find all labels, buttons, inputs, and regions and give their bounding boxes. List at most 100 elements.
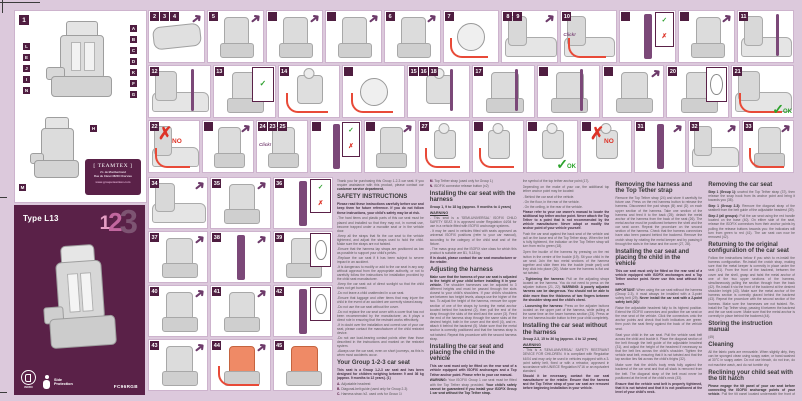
- step-number-badge: 7: [444, 12, 454, 21]
- body-paragraph: - Loosening the harness: Press on the ad…: [522, 303, 610, 321]
- vehicle-belt-graphic: [567, 37, 607, 58]
- step-illustration: [444, 11, 499, 62]
- instruction-tile: [342, 65, 406, 118]
- section-heading: Installing the car seat without the harn…: [522, 323, 607, 336]
- parts-callouts-right: H: [90, 125, 97, 132]
- section-heading: Removing the harness and the Top Tether …: [615, 182, 693, 195]
- bullet-item: -It is dangerous to modify or add to the…: [337, 264, 424, 282]
- bullet-item: -If in doubt over the installation and c…: [337, 322, 424, 335]
- step-number-badges: [204, 122, 213, 131]
- section-heading: Storing the instruction manual: [708, 321, 773, 334]
- direction-arrow-icon: ➜: [246, 11, 263, 28]
- bullet-item: -Do not leave a child unattended in a ca…: [337, 290, 405, 295]
- step-illustration: ➜: [203, 121, 253, 172]
- vehicle-belt-graphic: [749, 147, 784, 168]
- body-paragraph: Should it be necessary, contact the car …: [522, 373, 610, 391]
- instruction-tile: [536, 65, 600, 118]
- instruction-tile-34: 34➜: [148, 177, 209, 229]
- bullet-item: - It may be used in vehicles fitted with…: [429, 229, 517, 246]
- body-paragraph: Open the buckle of the harness by pressi…: [522, 250, 610, 276]
- car-seat-product-image: [36, 242, 124, 363]
- part-callout-a: A: [130, 25, 137, 32]
- instruction-tile-14: 14: [277, 65, 341, 118]
- direction-arrow-icon: ➜: [540, 11, 558, 28]
- step-illustration: ➜: [365, 121, 415, 172]
- seat-base: [50, 75, 112, 97]
- body-paragraph: Please read these instructions carefully…: [337, 202, 424, 215]
- step-number-badge: 17: [473, 67, 483, 76]
- certification-label: ISOFIX: [24, 386, 33, 389]
- step-number-badge: [621, 12, 631, 21]
- body-paragraph: This seat is a Group 1-2-3 car seat and …: [337, 367, 424, 381]
- step-illustration: ➜: [635, 121, 685, 172]
- side-protection-badge: Side Protection: [42, 375, 73, 389]
- manufacturer-address-line: Rue du Claret 38230 Charvieu: [94, 174, 132, 178]
- step-illustration: ➜: [385, 11, 440, 62]
- step-number-badge: [538, 67, 548, 76]
- vehicle-belt-graphic: [450, 37, 489, 58]
- direction-arrow-icon: ➜: [187, 11, 204, 28]
- certification-logo: ISOFIX: [21, 370, 36, 389]
- body-paragraph: Make sure that the harness of your car s…: [429, 274, 517, 341]
- step-number-badge: 34: [150, 179, 159, 188]
- step-illustration: ➜: [149, 178, 207, 228]
- warning-heading: WARNING: [522, 343, 541, 348]
- tile-row: 43➜44➜45: [148, 339, 333, 391]
- step-number-badge: 22: [150, 122, 159, 131]
- instruction-tile-38: 38➜: [210, 231, 271, 283]
- instruction-tile-21: 21✓OK: [731, 65, 794, 118]
- step-illustration: ➜: [502, 11, 557, 62]
- crop-mark: [0, 392, 7, 393]
- step-number-badge: 2: [150, 12, 159, 21]
- step-number-badge: [344, 67, 354, 76]
- direction-arrow-icon: ➜: [252, 286, 270, 303]
- step-illustration: ✓OK: [732, 66, 793, 117]
- body-paragraph: Seat your child in the car seat. Pull th…: [615, 332, 703, 362]
- body-paragraph: Please engage the tilt panel of your car…: [708, 383, 795, 395]
- seatbelt-strap-graphic: [514, 69, 518, 111]
- part-callout-n: N: [23, 87, 30, 94]
- step-number-badge: 10: [562, 12, 572, 21]
- body-paragraph: WARNING: Your ISOFIX Group 1 car seat mu…: [429, 378, 517, 395]
- step-number-badges: 14: [279, 67, 289, 76]
- click-label: Click!: [259, 142, 272, 148]
- instruction-tile: ➜: [324, 10, 382, 63]
- step-number-badge: [474, 122, 483, 131]
- step-number-badge: [204, 122, 213, 131]
- manufacturer-address-line: Z.I. de Montbertrand: [100, 171, 126, 174]
- no-cross-icon: ✗: [158, 124, 173, 144]
- instruction-tile-42: 42➜: [272, 285, 333, 337]
- bullet-item: - Behind the car seat of the vehicle.: [522, 195, 575, 200]
- body-paragraph: IMPORTANT: When using the car seat witho…: [615, 287, 703, 304]
- inset-detail-view: [310, 233, 331, 267]
- vehicle-belt-graphic: [285, 92, 328, 113]
- figure-number-badge: 1: [19, 15, 29, 25]
- body-paragraph: Remove the Top Tether strap (24) and sto…: [615, 196, 703, 246]
- step-number-badge: 11: [739, 12, 749, 21]
- instructions-text: Thank you for purchasing this Group 1-2-…: [337, 179, 795, 395]
- step-number-badge: 37: [150, 233, 159, 242]
- part-callout-f: F: [130, 80, 137, 87]
- body-paragraph: Step 1 (Group 2-3): Remove the diagonal …: [708, 204, 795, 213]
- part-callout-g: G: [130, 91, 137, 98]
- body-paragraph: This car seat must only be fitted on the…: [615, 269, 703, 286]
- section-heading: Reclining your child seat with the tilt …: [708, 369, 793, 383]
- step-number-badge: 23: [268, 122, 277, 131]
- inset-detail-view: [654, 12, 675, 47]
- crop-mark: [0, 197, 7, 198]
- ok-check-icon: ✓: [556, 156, 568, 172]
- step-number-badges: 42: [274, 287, 284, 296]
- step-number-badge: 41: [212, 287, 222, 296]
- bullet-item: - This is a 'SEMI-UNIVERSAL' SAFETY REST…: [522, 348, 610, 373]
- step-illustration: ➜: [267, 11, 322, 62]
- step-number-badges: 41: [212, 287, 222, 296]
- no-cross-icon: ✗: [590, 124, 605, 144]
- step-number-badges: 10: [562, 12, 572, 21]
- ok-check-icon: ✓: [772, 101, 784, 117]
- crop-mark: [0, 2, 40, 3]
- part-callout-c: C: [130, 47, 137, 54]
- child-figure-icon: [42, 375, 51, 389]
